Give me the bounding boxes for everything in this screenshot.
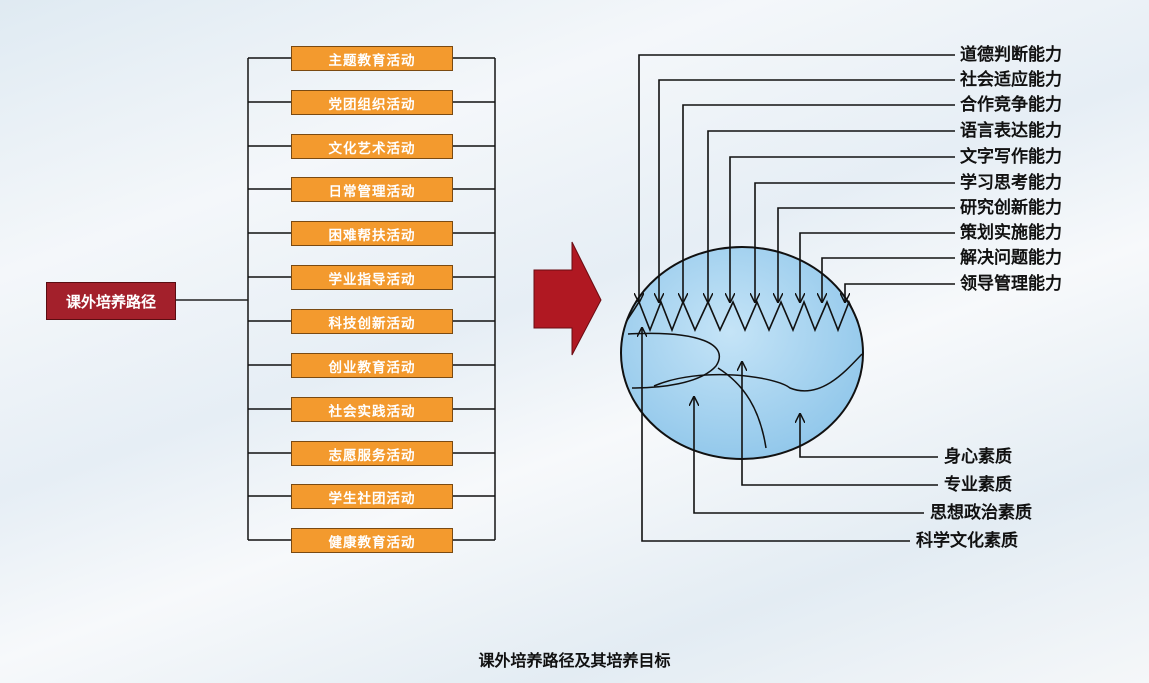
- ability-label: 领导管理能力: [960, 274, 1062, 294]
- zigzag-line: [625, 299, 859, 333]
- ability-arrow: [730, 156, 955, 302]
- ability-arrow: [639, 54, 955, 302]
- activity-box: 志愿服务活动: [291, 441, 453, 466]
- quality-arrow: [742, 362, 938, 486]
- activity-box: 学生社团活动: [291, 484, 453, 509]
- ability-label: 语言表达能力: [960, 121, 1062, 141]
- ability-label: 文字写作能力: [960, 147, 1062, 167]
- activity-box: 日常管理活动: [291, 177, 453, 202]
- activity-box: 创业教育活动: [291, 353, 453, 378]
- quality-label: 身心素质: [944, 447, 1012, 467]
- activity-box: 社会实践活动: [291, 397, 453, 422]
- quality-lines: [642, 328, 938, 542]
- ability-arrow: [659, 79, 955, 302]
- quality-arrow: [642, 328, 910, 542]
- activity-box: 困难帮扶活动: [291, 221, 453, 246]
- ability-arrow: [800, 232, 955, 302]
- diagram-caption: 课外培养路径及其培养目标: [478, 651, 671, 670]
- quality-arrow: [800, 414, 938, 458]
- ability-label: 策划实施能力: [960, 223, 1062, 243]
- inner-curve-3: [717, 367, 767, 449]
- ability-label: 合作竞争能力: [960, 95, 1062, 115]
- quality-label: 专业素质: [944, 475, 1012, 495]
- ability-arrow: [822, 257, 955, 302]
- ability-label: 社会适应能力: [960, 70, 1062, 90]
- activity-box: 主题教育活动: [291, 46, 453, 71]
- quality-label: 思想政治素质: [930, 503, 1032, 523]
- tree-connectors: [174, 57, 496, 541]
- ability-lines: [639, 54, 955, 302]
- activity-box: 学业指导活动: [291, 265, 453, 290]
- ability-arrow: [778, 207, 955, 302]
- ability-label: 道德判断能力: [960, 45, 1062, 65]
- big-arrow: [533, 241, 602, 356]
- root-node: 课外培养路径: [46, 282, 176, 320]
- inner-curve-1: [627, 332, 721, 389]
- ability-arrow: [683, 104, 955, 302]
- inner-curve-2: [653, 353, 863, 392]
- ability-label: 研究创新能力: [960, 198, 1062, 218]
- ability-label: 学习思考能力: [960, 173, 1062, 193]
- ability-arrow: [845, 283, 955, 302]
- quality-label: 科学文化素质: [916, 531, 1018, 551]
- ability-label: 解决问题能力: [960, 248, 1062, 268]
- ability-arrow: [755, 182, 955, 302]
- activity-box: 文化艺术活动: [291, 134, 453, 159]
- activity-box: 健康教育活动: [291, 528, 453, 553]
- quality-arrow: [694, 397, 924, 514]
- activity-box: 科技创新活动: [291, 309, 453, 334]
- activity-box: 党团组织活动: [291, 90, 453, 115]
- ability-arrow: [708, 130, 955, 302]
